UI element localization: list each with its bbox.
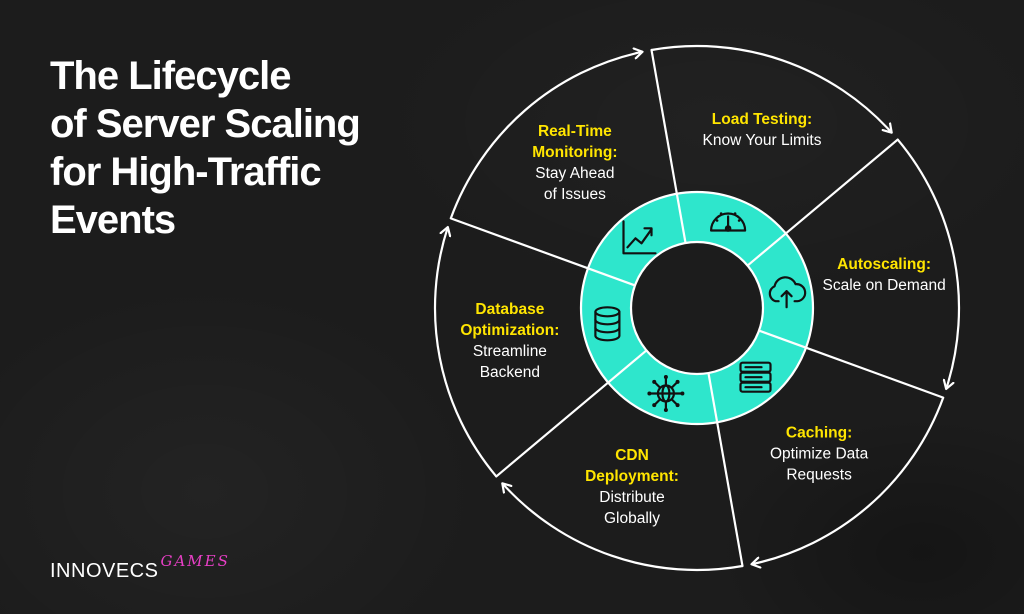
logo-wordmark: INNOVECS [50, 560, 159, 582]
segment-divider [716, 421, 744, 568]
title-line-3: for High-Traffic [50, 150, 322, 194]
cycle-arrow [449, 52, 643, 219]
cycle-arrow [751, 397, 945, 565]
stage-database-optimization: Database Optimization: Streamline Backen… [460, 299, 559, 383]
cycle-arrow [651, 44, 892, 133]
stage-subtitle: Globally [604, 509, 660, 527]
segment-divider [784, 138, 899, 235]
ring-divider [707, 372, 719, 423]
outer-segments [433, 44, 961, 572]
company-logo: INNOVECS GAMES [50, 548, 230, 582]
segment-divider [650, 48, 678, 195]
stage-heading: Deployment: [585, 467, 679, 485]
segment-divider [804, 346, 945, 399]
stage-heading: CDN [615, 446, 649, 464]
stage-heading: Real-Time [537, 122, 612, 140]
segment-divider [449, 217, 590, 270]
logo-accent: GAMES [160, 552, 230, 570]
stage-heading: Optimization: [460, 322, 560, 339]
stage-subtitle: Optimize Data [769, 445, 869, 462]
title-line-1: The Lifecycle [50, 54, 291, 98]
page-title: The Lifecycle of Server Scaling for High… [50, 52, 430, 244]
cycle-arrow [896, 138, 961, 389]
cycle-arrow [433, 227, 498, 478]
speedometer-icon [709, 212, 747, 232]
ring-center [629, 240, 765, 376]
stage-subtitle: Stay Ahead [535, 164, 615, 182]
cycle-arrow [502, 483, 743, 572]
stage-heading: Autoscaling: [837, 256, 932, 273]
ring-outer-edge [579, 190, 815, 426]
ring-divider [675, 193, 687, 244]
ring-divider [746, 232, 787, 267]
stage-subtitle: Know Your Limits [702, 131, 822, 149]
stage-load-testing: Load Testing: Know Your Limits [703, 109, 822, 151]
stage-heading: Monitoring: [532, 143, 618, 161]
stage-subtitle: Requests [786, 466, 852, 483]
ring-divider [758, 329, 807, 349]
stage-real-time-monitoring: Real-Time Monitoring: Stay Ahead of Issu… [532, 121, 617, 205]
network-globe-icon [647, 375, 685, 412]
stage-heading: Caching: [785, 424, 853, 441]
stage-autoscaling: Autoscaling: Scale on Demand [822, 254, 945, 296]
stage-cdn-deployment: CDN Deployment: Distribute Globally [585, 445, 679, 529]
ring-divider [607, 349, 648, 384]
stage-icons [594, 212, 807, 412]
stage-subtitle: Backend [479, 364, 541, 381]
ring-divider [587, 267, 636, 287]
server-stack-icon [739, 361, 772, 393]
stage-subtitle: Streamline [472, 343, 547, 360]
database-icon [594, 306, 621, 342]
stage-heading: Database [475, 301, 545, 318]
stage-heading: Load Testing: [711, 110, 813, 128]
stage-subtitle: of Issues [543, 185, 606, 203]
segment-divider [495, 381, 610, 478]
cloud-upload-icon [768, 276, 807, 309]
stage-subtitle: Distribute [599, 488, 665, 506]
title-line-2: of Server Scaling [50, 102, 361, 146]
stage-subtitle: Scale on Demand [822, 277, 946, 294]
stage-caching: Caching: Optimize Data Requests [770, 422, 868, 485]
trend-chart-icon [622, 220, 657, 255]
title-line-4: Events [50, 198, 176, 242]
